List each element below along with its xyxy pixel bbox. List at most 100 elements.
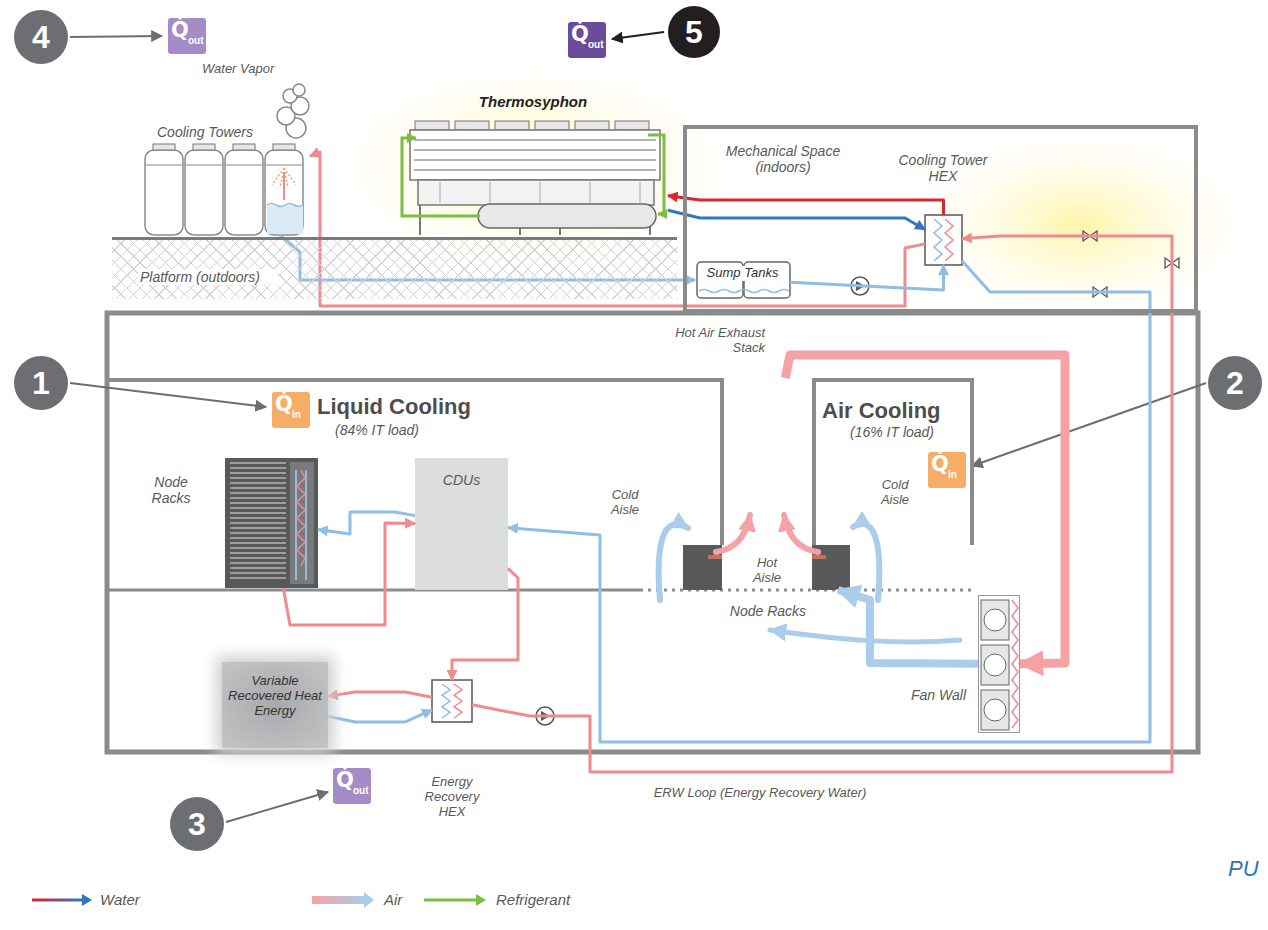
- callout-leader: [70, 36, 162, 37]
- sump-tanks: Sump Tanks: [695, 262, 790, 298]
- mechanical-space: Mechanical Space (indoors)Cooling Tower …: [683, 125, 1198, 313]
- thermosyphon-unit: [495, 121, 529, 130]
- node-rack: [296, 470, 306, 580]
- node-title: Liquid Cooling: [317, 394, 507, 419]
- water-pipe: [328, 710, 432, 722]
- node-subtitle: (84% IT load): [335, 422, 465, 438]
- legend-sample: [312, 896, 366, 904]
- node-rack: [230, 517, 286, 519]
- valve: [1083, 231, 1179, 297]
- thermosyphon-unit: [440, 182, 441, 203]
- node-subtitle: out: [588, 39, 606, 51]
- sump-tanks: [699, 290, 789, 293]
- node-rack: [230, 497, 286, 499]
- node-title: Platform (outdoors): [138, 269, 278, 285]
- thermosyphon-unit: [455, 121, 489, 130]
- heat-flow-badge: Q̇in: [928, 452, 966, 488]
- heat-exchanger: [454, 684, 462, 718]
- node-rack: [230, 507, 286, 509]
- node-subtitle: (16% IT load): [850, 424, 970, 440]
- air-flow-arrow: [659, 524, 688, 600]
- node-rack: [225, 458, 318, 588]
- thermosyphon-unit: [540, 182, 541, 203]
- callout-leader: [612, 32, 664, 39]
- fan-wall-fans: [984, 609, 1006, 631]
- node-title: Sump Tanks: [699, 266, 786, 281]
- node-rack: [230, 547, 286, 549]
- node-title: Cooling Tower HEX: [893, 152, 993, 184]
- callout-leader: [70, 32, 1206, 822]
- node-title: Q̇: [571, 24, 589, 45]
- annotation-label: ERW Loop (Energy Recovery Water): [600, 786, 920, 801]
- node-rack: [290, 462, 314, 584]
- water-pipe: [328, 692, 432, 697]
- legend-sample: [364, 892, 374, 908]
- thermosyphon-unit: [402, 138, 480, 216]
- building-outline: [107, 313, 1198, 752]
- node-title: Energy Recovery HEX: [417, 775, 487, 820]
- thermosyphon-unit: [490, 182, 491, 203]
- water-pipe: [508, 261, 1150, 742]
- fan-wall: Fan Wall: [978, 595, 1020, 733]
- callout-number: 1: [14, 356, 68, 410]
- node-rack: [230, 467, 286, 469]
- legend-label: Refrigerant: [496, 891, 570, 908]
- water-pipe: [668, 196, 944, 215]
- node-title: Q̇: [931, 454, 949, 475]
- node-title: Q̇: [336, 770, 354, 791]
- node-rack: [230, 557, 286, 559]
- fan-wall-fans: [981, 690, 1009, 730]
- node-rack: [230, 462, 286, 464]
- thermosyphon-unit: [615, 121, 649, 130]
- heat-exchanger: [945, 219, 953, 261]
- fan-wall-fans: [984, 699, 1006, 721]
- node-subtitle: in: [292, 409, 310, 421]
- node-subtitle: out: [188, 35, 206, 47]
- callout-number: 5: [668, 6, 720, 58]
- cooling-tower: [233, 144, 255, 150]
- fan-wall-fans: [981, 600, 1009, 640]
- air-racks: [683, 545, 850, 590]
- platform: Platform (outdoors): [112, 237, 677, 299]
- thermosyphon-unit: [415, 121, 449, 130]
- cooling-tower: [273, 144, 295, 150]
- node-rack: [230, 552, 286, 554]
- cooling-tower: [225, 150, 263, 235]
- water-vapor-cloud: [293, 84, 305, 96]
- heat-exchanger: [925, 215, 962, 265]
- thermosyphon-unit: [414, 149, 656, 151]
- node-rack: [230, 532, 286, 534]
- heat-exchanger: Cooling Tower HEX: [925, 215, 962, 265]
- node-rack: [230, 512, 286, 514]
- thermosyphon-unit: [414, 159, 656, 161]
- thermosyphon-unit: [590, 182, 591, 203]
- thermosyphon-unit: [410, 130, 660, 180]
- node-title: Q̇: [275, 394, 293, 415]
- air-cooling-room: Air Cooling(16% IT load)Q̇in: [816, 378, 974, 545]
- water-pipe: [318, 512, 415, 534]
- node-rack: [230, 477, 286, 479]
- cooling-tower: [267, 205, 303, 234]
- annotation-label: Cold Aisle: [600, 488, 650, 518]
- cooling-tower: [283, 172, 285, 200]
- annotation-label: Water Vapor: [202, 62, 288, 77]
- thermosyphon-unit: [640, 182, 641, 203]
- legend-label: Water: [100, 891, 140, 908]
- node-title: CDUs: [415, 472, 508, 488]
- thermosyphon-unit: [414, 169, 656, 171]
- cooling-tower: [193, 144, 215, 150]
- exhaust-stack: Hot Air Exhaust Stack: [720, 378, 816, 545]
- fan-wall-fans: [981, 600, 1018, 730]
- thermosyphon-unit: [575, 121, 609, 130]
- water-pipe: [472, 236, 1172, 772]
- water-pipe: [452, 568, 518, 680]
- legend-sample: [424, 899, 478, 902]
- node-rack: [230, 577, 286, 579]
- thermosyphon-unit: [414, 139, 656, 141]
- node-title: Fan Wall: [894, 687, 966, 703]
- node-rack: [230, 522, 286, 524]
- node-subtitle: in: [948, 469, 966, 481]
- air-flow-arrow: [770, 630, 960, 642]
- node-rack: [230, 492, 286, 494]
